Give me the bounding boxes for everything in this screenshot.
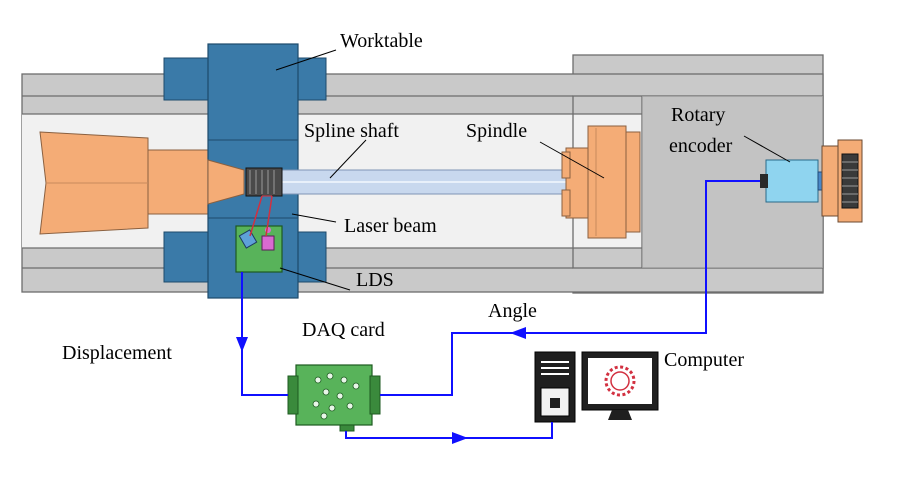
- daq-card: [287, 364, 381, 432]
- laser-beam-label: Laser beam: [344, 215, 437, 237]
- spline-shaft: [281, 169, 579, 195]
- lds-sensor: [235, 225, 283, 273]
- displacement-signal-line: [236, 272, 288, 396]
- spindle-label: Spindle: [466, 120, 527, 142]
- displacement-label: Displacement: [62, 342, 172, 364]
- daq-card-label: DAQ card: [302, 319, 385, 341]
- rotary-encoder-label-line2: encoder: [669, 135, 733, 157]
- worktable-label: Worktable: [340, 30, 423, 52]
- shaft-chuck: [245, 167, 283, 197]
- laser-beams: [249, 195, 273, 237]
- computer-label: Computer: [664, 349, 744, 371]
- angle-signal-line: [380, 180, 760, 396]
- computer-tower: [534, 351, 576, 423]
- computer-monitor: [581, 351, 659, 420]
- rotary-encoder-label-line1: Rotary: [671, 104, 725, 126]
- spindle: [561, 125, 641, 239]
- angle-label: Angle: [488, 300, 537, 322]
- encoder-coupling: [821, 139, 863, 223]
- spline-shaft-label: Spline shaft: [304, 120, 399, 142]
- lds-label: LDS: [356, 269, 394, 291]
- daq-to-computer-line: [345, 422, 553, 444]
- leader-lines: [275, 49, 791, 291]
